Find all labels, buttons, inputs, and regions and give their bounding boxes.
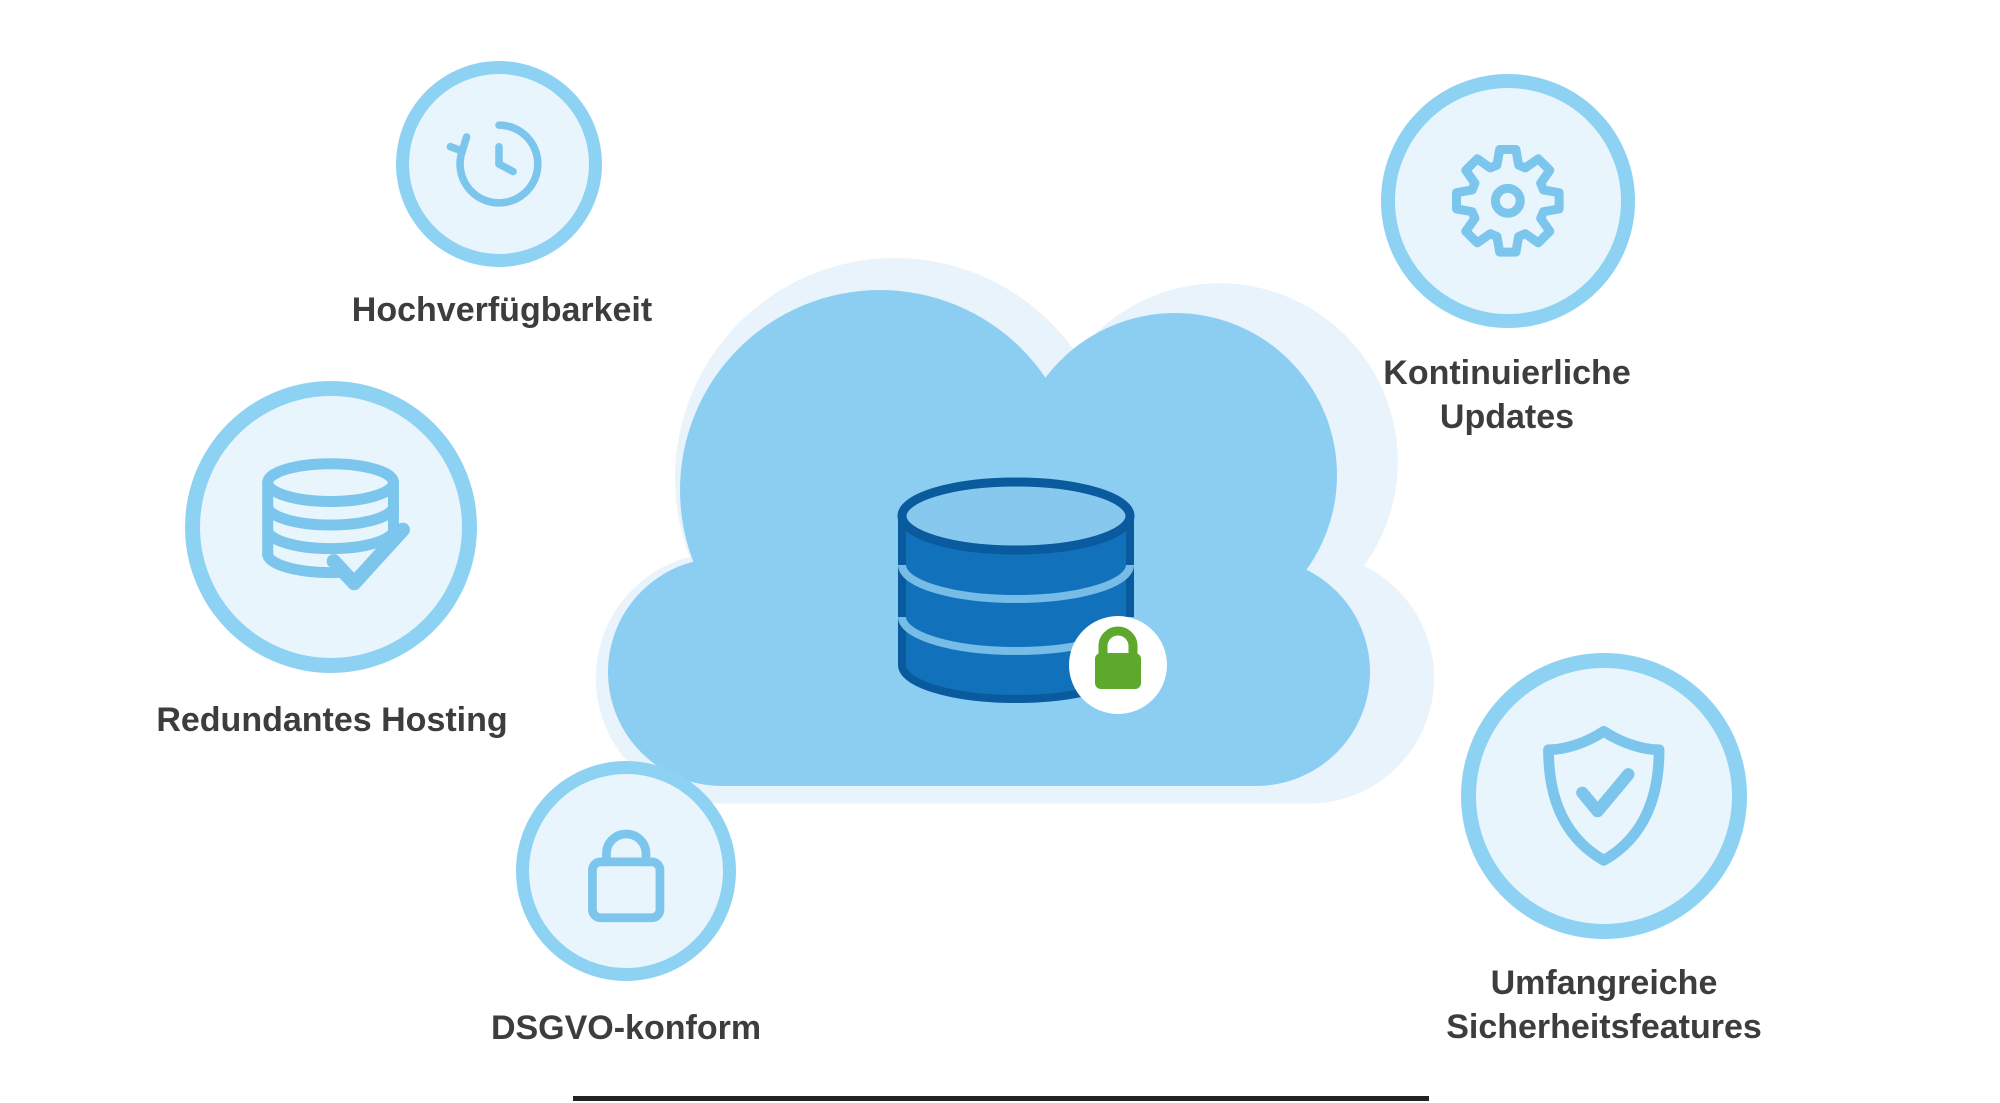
label-line: Umfangreiche xyxy=(1490,964,1718,1002)
bottom-border-line xyxy=(573,1096,1429,1101)
feature-node-hochverfuegbarkeit xyxy=(396,61,602,267)
feature-node-redundantes-hosting xyxy=(185,381,477,673)
padlock-icon xyxy=(587,829,665,922)
lock-badge xyxy=(1069,616,1167,714)
label-redundantes-hosting: Redundantes Hosting xyxy=(156,698,507,742)
shield-check-icon xyxy=(1543,726,1665,866)
label-hochverfuegbarkeit: Hochverfügbarkeit xyxy=(352,288,652,332)
label-line: Redundantes Hosting xyxy=(156,701,508,739)
label-line: Sicherheitsfeatures xyxy=(1446,1008,1762,1046)
label-line: DSGVO-konform xyxy=(490,1009,762,1047)
label-line: Hochverfügbarkeit xyxy=(351,291,653,329)
label-dsgvo-konform: DSGVO-konform xyxy=(491,1006,761,1050)
feature-node-sicherheitsfeatures xyxy=(1461,653,1747,939)
label-line: Updates xyxy=(1439,398,1575,436)
database-check-icon xyxy=(262,458,410,591)
history-clock-icon xyxy=(446,121,542,207)
feature-node-kontinuierliche-updates xyxy=(1381,74,1635,328)
label-kontinuierliche-updates: Kontinuierliche Updates xyxy=(1383,351,1630,439)
feature-node-dsgvo-konform xyxy=(516,761,736,981)
gear-icon xyxy=(1452,145,1564,257)
label-sicherheitsfeatures: Umfangreiche Sicherheitsfeatures xyxy=(1446,961,1762,1049)
label-line: Kontinuierliche xyxy=(1383,354,1631,392)
lock-icon xyxy=(1095,626,1141,689)
